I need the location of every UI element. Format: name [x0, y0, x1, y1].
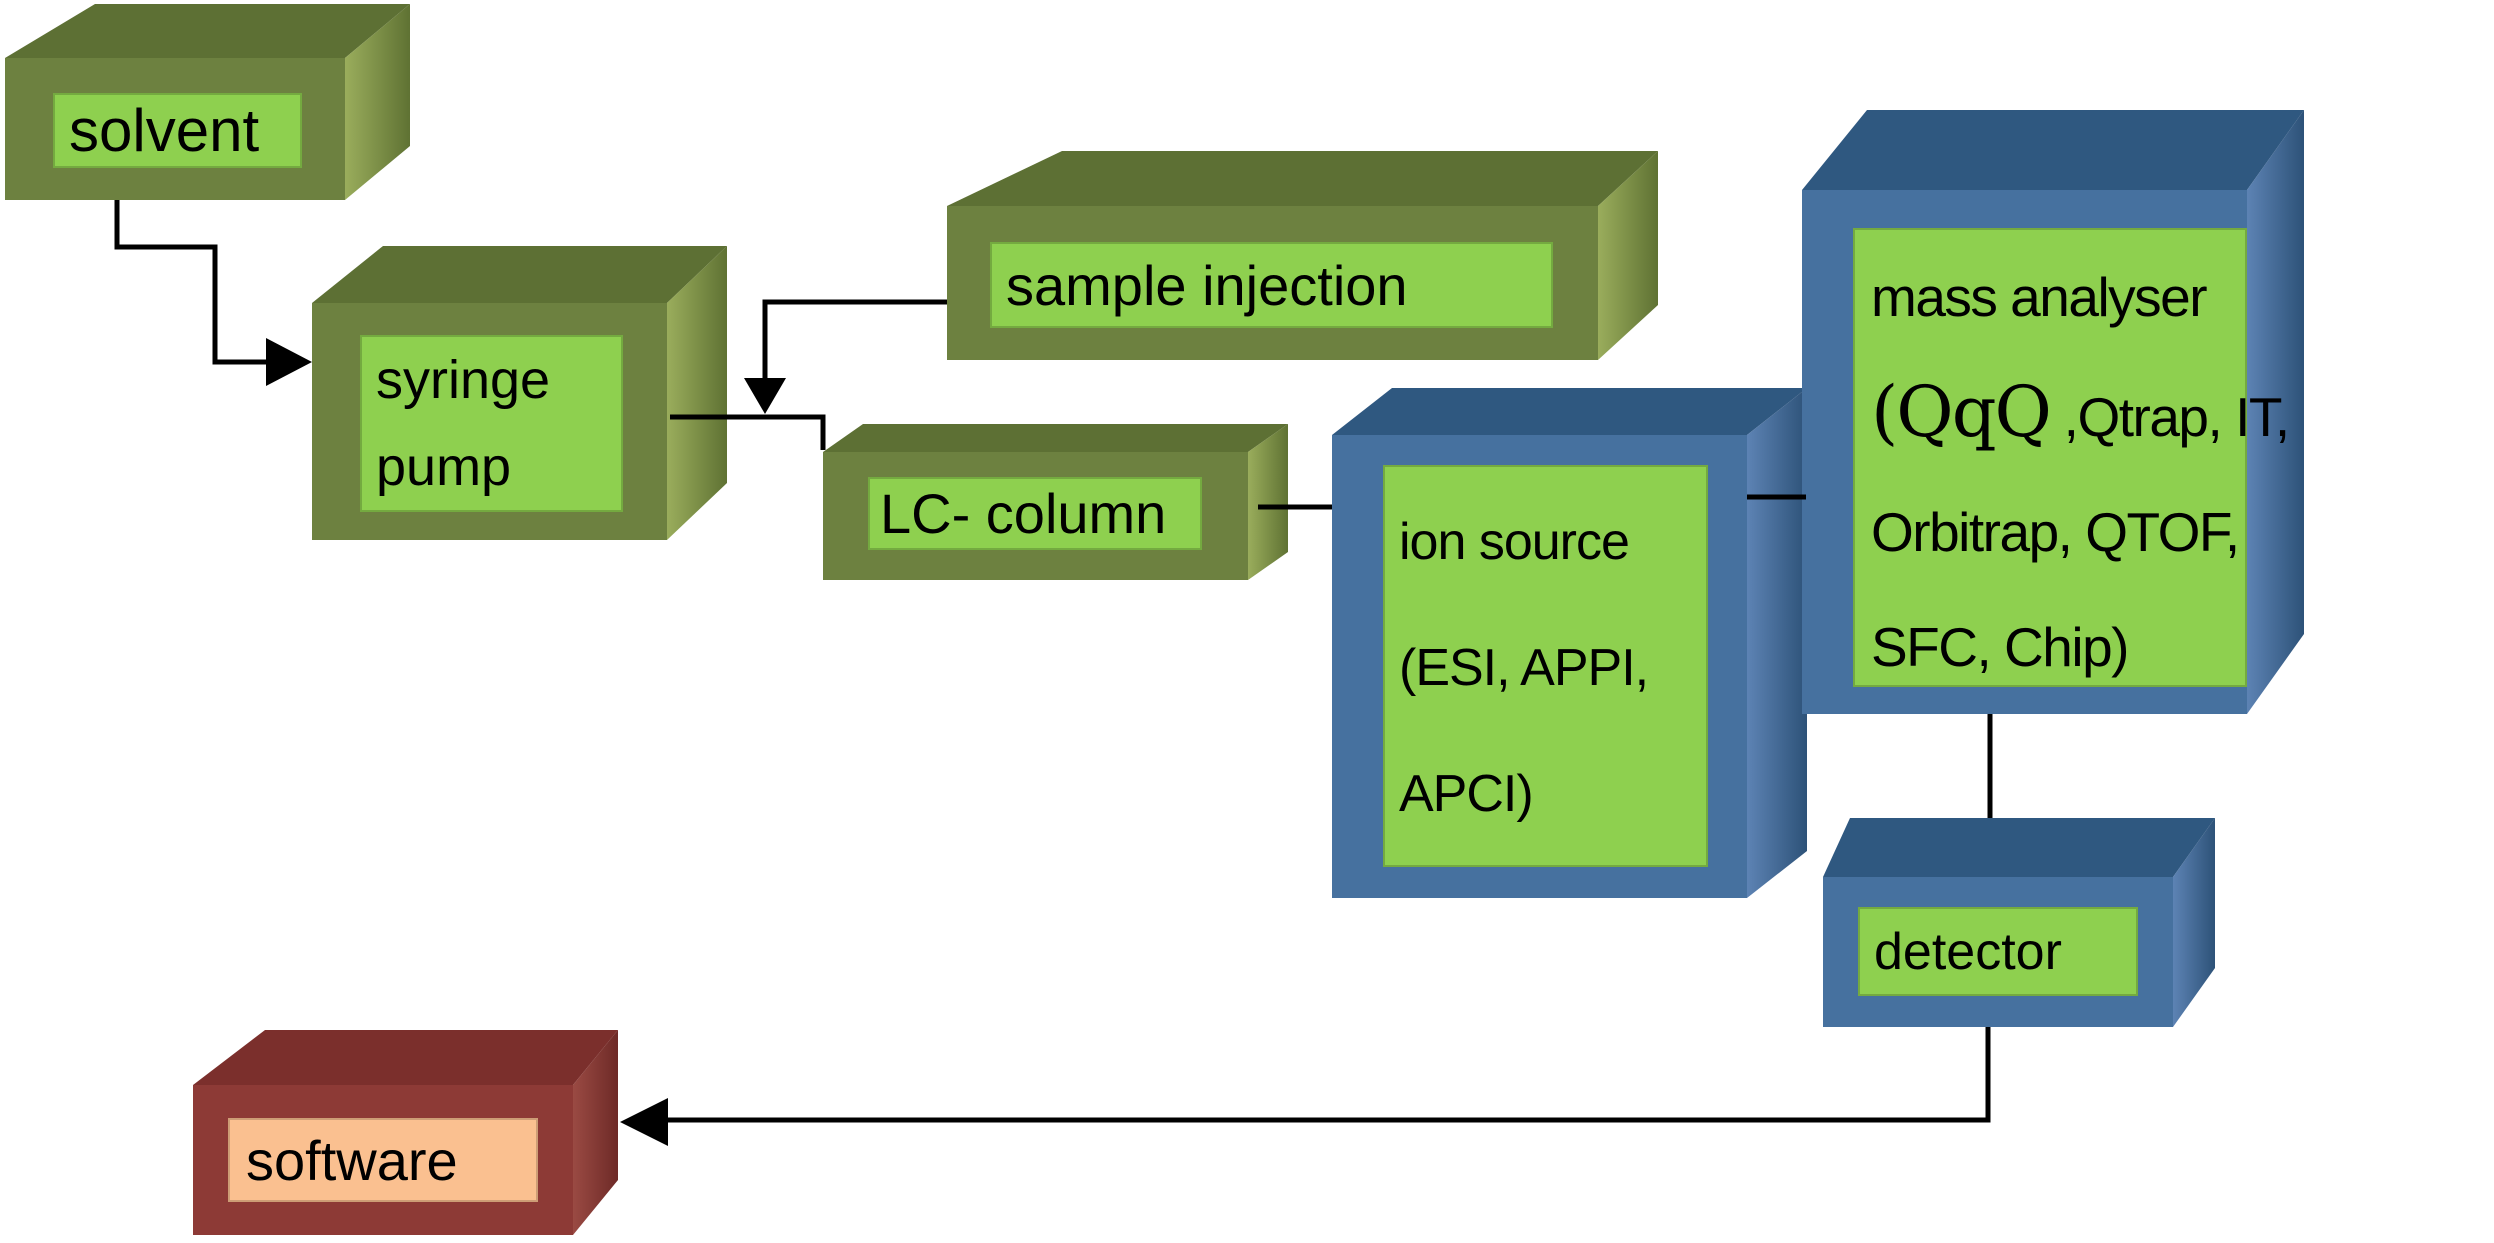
sample-injection-label: sample injection: [1006, 253, 1408, 317]
box-solvent-side-face: [345, 4, 410, 200]
syringe-pump-label-panel: syringe pump: [360, 335, 623, 512]
box-lc-column-side-face: [1248, 424, 1288, 580]
connector-syringe-pump-to-lc-column: [670, 414, 826, 450]
solvent-label-panel: solvent: [53, 93, 302, 168]
syringe-pump-label-line2: pump: [376, 436, 512, 497]
ion-source-label-line3: APCI): [1399, 765, 1534, 823]
box-ion-source-top-face: [1332, 388, 1807, 435]
mass-analyser-label-line3: Orbitrap, QTOF,: [1871, 501, 2240, 563]
mass-analyser-label-qqq: (QqQ: [1871, 371, 2052, 453]
detector-label: detector: [1874, 922, 2062, 981]
box-syringe-pump-side-face: [667, 246, 727, 540]
ion-source-label-line1: ion source: [1399, 513, 1630, 571]
connector-detector-to-software: [664, 1027, 1991, 1123]
mass-analyser-label-line2: (QqQ ,Qtrap, IT,: [1871, 355, 2290, 475]
ion-source-label-line2: (ESI, APPI,: [1399, 639, 1649, 697]
software-label-panel: software: [228, 1118, 538, 1202]
connectors: [114, 200, 1993, 1146]
mass-analyser-label-line1: mass analyser: [1871, 266, 2208, 328]
box-detector-side-face: [2173, 818, 2215, 1027]
box-software-top-face: [193, 1030, 618, 1085]
box-sample-injection-side-face: [1598, 151, 1658, 360]
box-solvent-top-face: [5, 4, 410, 58]
lc-column-label: LC- column: [880, 482, 1167, 545]
box-mass-analyser-side-face: [2247, 110, 2304, 714]
box-mass-analyser-top-face: [1802, 110, 2304, 190]
arrowhead-down-sample-injection-icon: [744, 378, 786, 414]
lc-column-label-panel: LC- column: [868, 477, 1202, 550]
connector-sample-injection-to-junction: [762, 299, 947, 380]
box-ion-source-side-face: [1747, 388, 1807, 898]
solvent-label: solvent: [69, 97, 260, 164]
arrowhead-right-solvent-to-syringe-pump-icon: [266, 338, 312, 386]
detector-label-panel: detector: [1858, 907, 2138, 996]
arrowhead-left-detector-to-software-icon: [620, 1098, 668, 1146]
connector-solvent-to-syringe-pump: [114, 200, 272, 365]
box-lc-column-top-face: [823, 424, 1288, 452]
syringe-pump-label-line1: syringe: [376, 350, 551, 411]
box-detector-top-face: [1823, 818, 2215, 877]
mass-analyser-label-line4: SFC, Chip): [1871, 616, 2130, 678]
ion-source-label-panel: ion source (ESI, APPI, APCI): [1383, 465, 1708, 867]
mass-analyser-label-line2-rest: ,Qtrap, IT,: [2049, 386, 2290, 448]
box-sample-injection-top-face: [947, 151, 1658, 206]
box-software-side-face: [573, 1030, 618, 1235]
software-label: software: [246, 1128, 458, 1192]
sample-injection-label-panel: sample injection: [990, 242, 1553, 328]
box-syringe-pump-top-face: [312, 246, 727, 303]
mass-analyser-label-panel: mass analyser (QqQ ,Qtrap, IT, Orbitrap,…: [1853, 228, 2290, 687]
